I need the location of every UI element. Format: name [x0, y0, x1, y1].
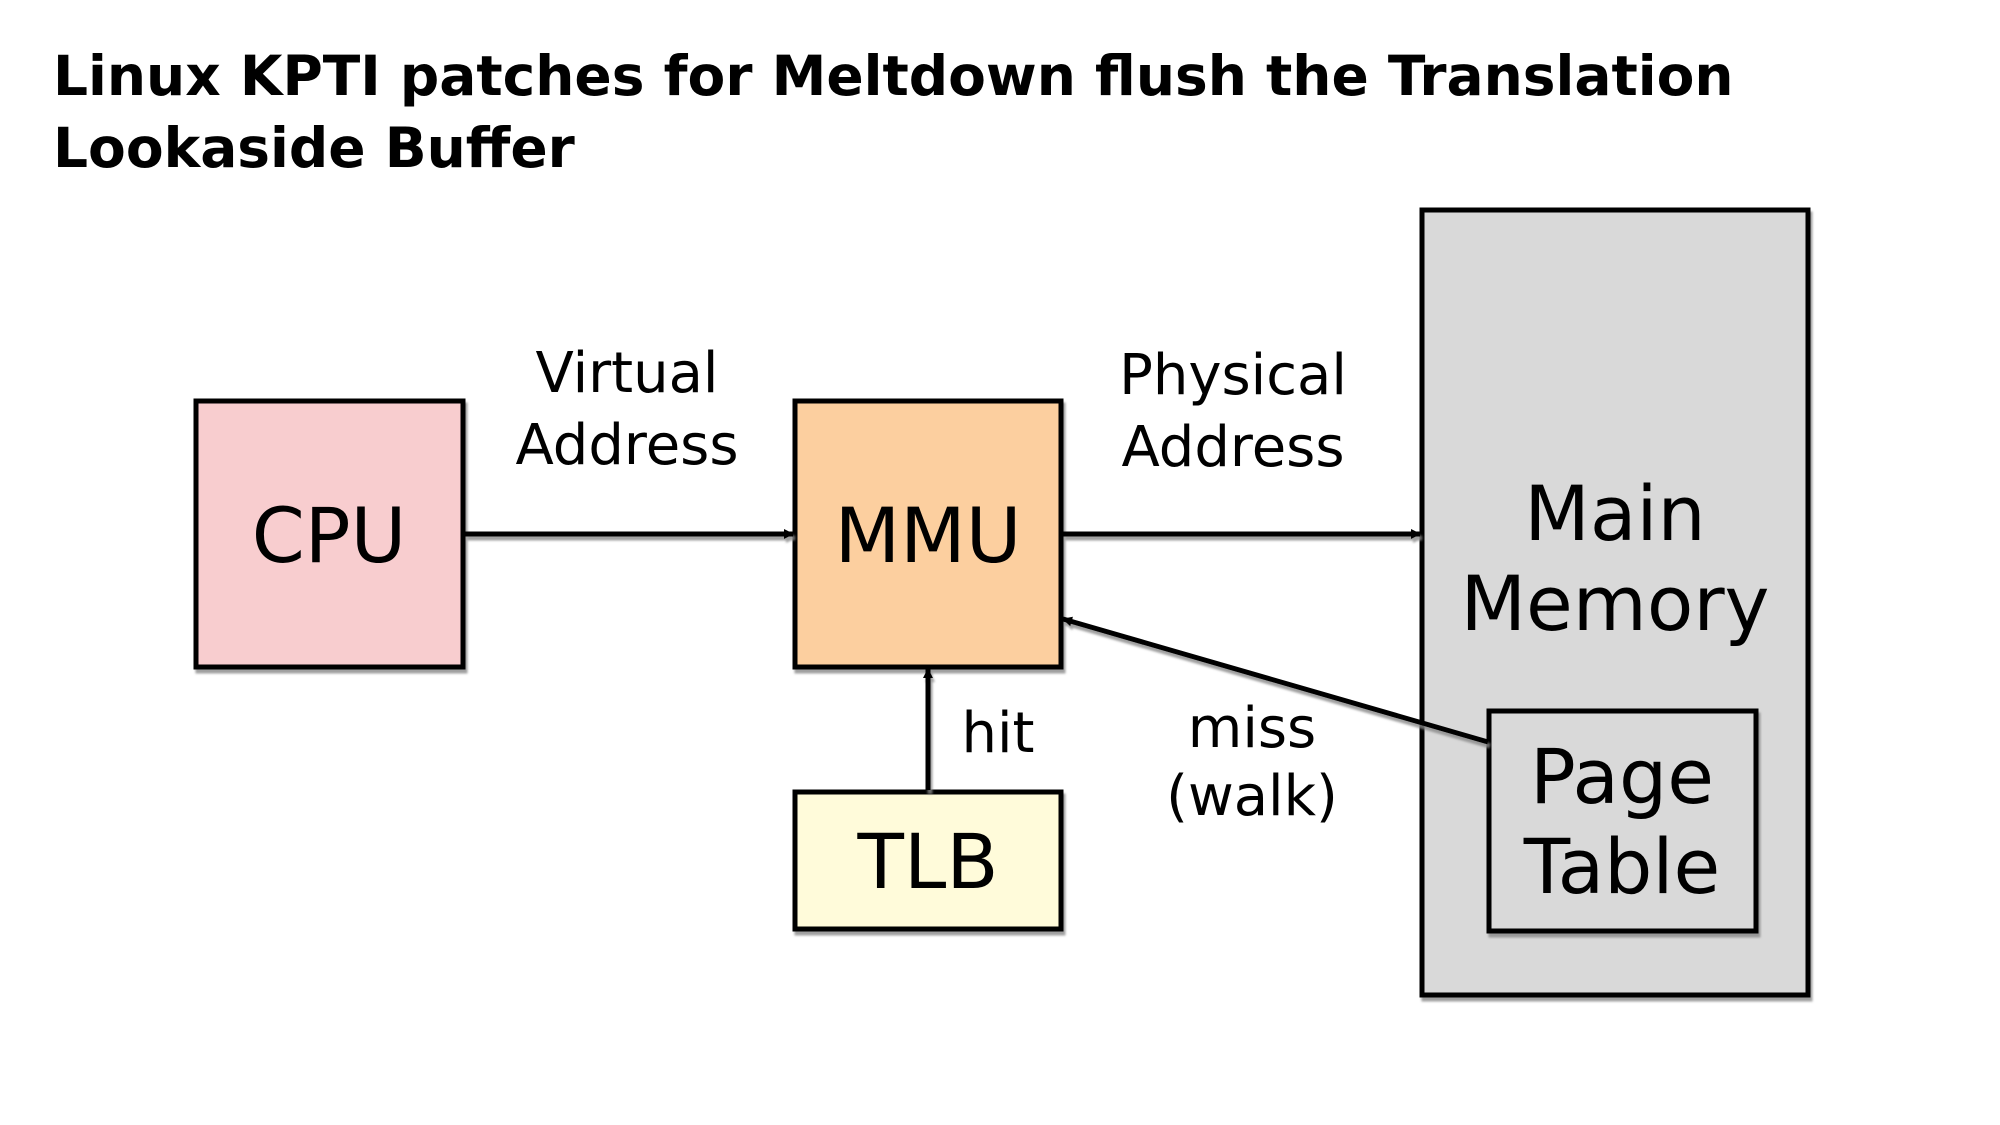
main-memory-label-line1: Main — [1524, 469, 1705, 558]
miss-walk-arrow — [1062, 616, 1489, 745]
tlb-box — [792, 789, 1064, 932]
page-table-label-line1: Page — [1530, 732, 1714, 821]
mmu-label: MMU — [835, 491, 1022, 580]
main-memory-label-line2: Memory — [1460, 559, 1769, 648]
page-table-label-line2: Table — [1523, 822, 1721, 911]
cpu-label: CPU — [252, 491, 407, 580]
physical-address-label-line2: Address — [1121, 415, 1344, 480]
tlb-node: TLB — [792, 789, 1064, 932]
miss-label-line1: miss — [1188, 696, 1316, 761]
virtual-address-label-line2: Address — [515, 413, 738, 478]
tlb-label: TLB — [857, 817, 999, 906]
diagram-title: Linux KPTI patches for Meltdown flush th… — [53, 44, 1734, 180]
miss-label-line2: (walk) — [1166, 764, 1338, 829]
physical-address-label-line1: Physical — [1119, 343, 1347, 408]
page-table-node: Page Table — [1486, 708, 1759, 934]
virtual-address-label-line1: Virtual — [536, 341, 719, 406]
page-table-box — [1486, 708, 1759, 934]
cpu-box — [193, 398, 466, 670]
hit-label: hit — [961, 701, 1034, 766]
mmu-node: MMU — [792, 398, 1064, 670]
cpu-node: CPU — [193, 398, 466, 670]
mmu-box — [792, 398, 1064, 670]
